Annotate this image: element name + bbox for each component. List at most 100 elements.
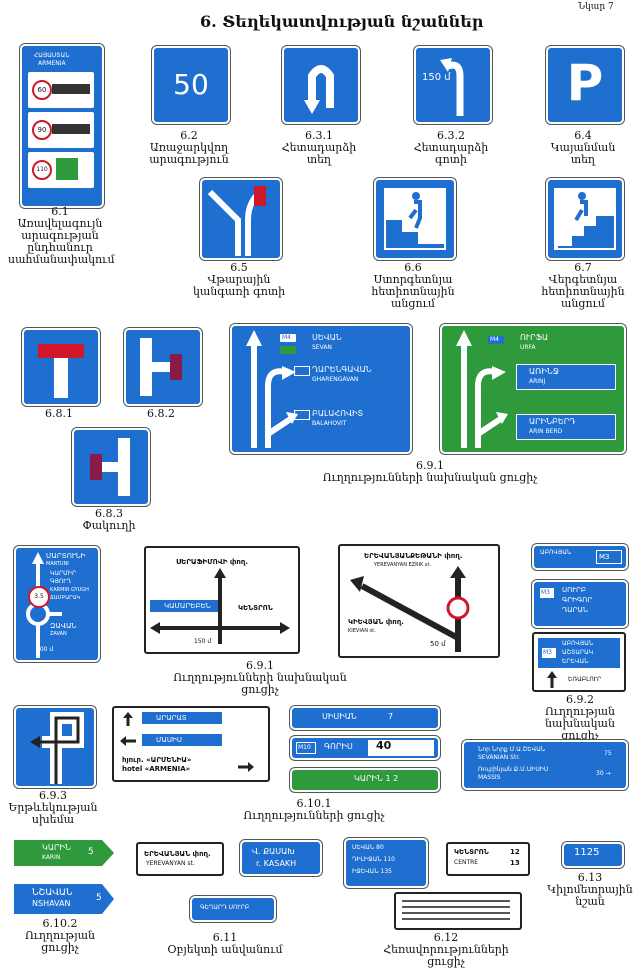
sign-6-13-caption-text: Կիլոմետրային նշան — [547, 883, 633, 908]
dest-zavan-hy: ԶԱՎԱՆ — [50, 622, 77, 630]
sign-6-10-1-sisian: ՍԻՍԻԱՆ 7 — [289, 705, 441, 731]
distance-panel: 40 — [368, 740, 434, 756]
sign-6-12-caption-text: Հեռավորությունների ցուցիչ — [383, 943, 509, 968]
sign-6-1: ՀԱՅԱՍՏԱՆ ARMENIA 60 90 110 — [19, 43, 105, 209]
dest-urfa-en: URFA — [520, 344, 536, 351]
dest-chambarak-hy: ՃԱՄԲԱՐԱԿ — [50, 595, 81, 601]
crossroad-arrows-icon — [150, 568, 290, 644]
distance-row-3: ԻՋԵՎԱՆ 135 — [352, 868, 392, 875]
centre-hy-num: 12 — [510, 848, 520, 856]
dest-3-bottom: ԵՌԱԲԼՈՒՐ — [568, 676, 602, 683]
wide-2: Ռուբինյան Ք.Մ.ՍԻՍԻՍ — [478, 766, 549, 773]
dest-3-1: ԱԲՈՎՅԱՆ — [562, 640, 594, 647]
sign-6-8-1-number: 6.8.1 — [45, 407, 73, 420]
street-left-en: KIEVIAN st. — [348, 628, 376, 634]
sign-6-5-number: 6.5 — [230, 261, 248, 274]
badge-text: M10 — [298, 744, 311, 751]
sign-6-11-blue-2: ԳԵՂԱՐԴ ՍՈՒՐԲ — [189, 895, 277, 923]
sign-6-9-1-top-caption: 6.9.1 Ուղղությունների նախնական ցուցիչ — [290, 460, 570, 484]
street-hy: ԵՐԵՎԱՆՅԱՆ փող. — [144, 850, 211, 858]
sign-6-10-2-nshavan: ՆՇԱՎԱՆ NSHAVAN 5 — [14, 884, 114, 914]
badge — [294, 410, 310, 420]
sign-6-9-1-white-c: ԵՐԵՎԱՆՅԱՆՔԵԹԱՆԻ փող. YEREVANYAN EZRIK st… — [338, 544, 500, 658]
sign-6-4-number: 6.4 — [574, 129, 592, 142]
sign-6-3-1-caption-text: Հետադարձի տեղ — [281, 141, 357, 166]
sign-6-8-1 — [21, 327, 101, 407]
sign-6-5 — [199, 177, 283, 261]
dest-balahovit-hy: ԲԱԼԱՀՈՎԻՏ — [312, 409, 364, 418]
sign-6-1-speed-2: 90 — [32, 120, 52, 140]
sign-6-3-2-caption-text: Հետադարձի գոտի — [413, 141, 489, 166]
km-value: 1125 — [574, 847, 600, 858]
dest-balahovit-en: BALAHOVIT — [312, 420, 347, 427]
sign-6-11-caption: 6.11 Օբյեկտի անվանում — [160, 932, 290, 956]
distance: 50 մ — [430, 640, 446, 648]
u-turn-icon — [304, 65, 334, 114]
distance: 150 մ — [194, 638, 212, 645]
sign-6-9-2-b: M3 ՍՈՒՐԲ ԳՐԻԳՈՐ ԴԱՐԱՆ — [531, 579, 629, 629]
badge-text: M3 — [599, 553, 610, 561]
sign-6-10-1-wide: Նոր Նորք Մ.Ա.ՇԵՎԱՆ SEVANIAN Str. 75 Ռուբ… — [461, 739, 629, 791]
dest-martuni-en: MARTUNI — [46, 561, 69, 567]
sign-6-1-caption: 6.1 Առավելագույն արագության ընդհանուր սա… — [8, 206, 115, 266]
dest-panel-arinj: ԱՌԻՆՋ ARINJ — [516, 364, 616, 390]
sign-6-8-2-caption: 6.8.2 — [124, 408, 198, 420]
dest-arinj-en: ARINJ — [529, 378, 546, 385]
dest-sisian-num: 7 — [388, 712, 394, 721]
limit-value: 3.5 — [34, 593, 44, 600]
sign-6-7-caption: 6.7 Վերգետնյա հետիոտնային անցում — [530, 262, 636, 310]
sign-6-12-list — [394, 892, 522, 930]
sign-6-2-caption: 6.2 Առաջարկվող արագություն — [140, 130, 238, 166]
sign-6-12-centre: ԿԵՆՏՐՈՆ 12 CENTRE 13 — [446, 842, 530, 876]
left-arrow-icon — [120, 736, 136, 746]
wide-2-num: 30 → — [596, 770, 611, 777]
sign-6-1-speed-1: 60 — [32, 80, 52, 100]
dest-karin: ԿԱՐԻՆ 1 2 — [354, 774, 399, 783]
sign-6-4-caption-text: Կայանման տեղ — [550, 141, 616, 166]
sign-6-1-speed-3: 110 — [32, 160, 52, 180]
sign-6-9-2-a: ԱԲՈՎՅԱՆ M3 — [531, 543, 629, 571]
distance-row-1: ՍԵՎԱՆ 80 — [352, 844, 384, 851]
dest-3-2: ԱՇՏԱՐԱԿ — [562, 649, 594, 656]
sign-6-11-number: 6.11 — [212, 931, 238, 944]
dest-3-3: ԵՐԵՎԱՆ — [562, 658, 589, 665]
sign-6-2-value: 50 — [173, 68, 209, 101]
directions-arrows-icon — [246, 330, 298, 448]
annex-label: Նկար 7 — [578, 2, 614, 12]
sign-6-4-letter: P — [566, 54, 604, 112]
sign-6-8-1-caption: 6.8.1 — [22, 408, 96, 420]
sign-6-6-caption-text: Ստորգետնյա հետիոտնային անցում — [371, 273, 455, 310]
sign-6-5-caption: 6.5 Վթարային կանգառի գոտի — [192, 262, 286, 298]
sign-6-1-speed-3-text: 110 — [36, 166, 48, 173]
sign-6-13: 1125 — [561, 841, 625, 869]
sign-6-1-speed-1-text: 60 — [37, 86, 47, 94]
dest-right: ԿԵՆՏՐՈՆ — [238, 604, 273, 612]
wide-1-en: SEVANIAN Str. — [478, 754, 521, 761]
dest-urfa-hy: ՈՒՐՖԱ — [520, 333, 549, 342]
centre-hy: ԿԵՆՏՐՈՆ — [454, 848, 489, 856]
sign-6-9-1-bottom-number: 6.9.1 — [246, 659, 274, 672]
up-arrow-icon — [547, 671, 557, 688]
dest-sisian: ՍԻՍԻԱՆ — [322, 712, 357, 721]
dest-nshavan-hy: ՆՇԱՎԱՆ — [32, 888, 73, 898]
underground-crossing-icon — [384, 188, 446, 250]
sign-6-9-1-bottom-caption-text: Ուղղությունների նախնական ցուցիչ — [173, 671, 347, 696]
sign-6-9-1-top-caption-text: Ուղղությունների նախնական ցուցիչ — [322, 471, 538, 484]
dest-gharengavan-en: GHARENGAVAN — [312, 376, 359, 383]
wide-1: Նոր Նորք Մ.Ա.ՇԵՎԱՆ — [478, 746, 546, 753]
sign-6-9-3-caption-text: Երթևեկության սխեմա — [8, 801, 98, 826]
badge: M3 — [540, 588, 554, 598]
sign-6-9-1-blue: M4 ՍԵՎԱՆ SEVAN ՂԱՐԵՆԳԱՎԱՆ GHARENGAVAN ԲԱ… — [229, 323, 413, 455]
dead-end-icon — [38, 344, 84, 398]
dest-goris: ԳՈՐԻՍ — [324, 742, 353, 751]
sign-6-4-caption: 6.4 Կայանման տեղ — [540, 130, 626, 166]
sign-6-6-caption: 6.6 Ստորգետնյա հետիոտնային անցում — [358, 262, 468, 310]
sign-6-13-caption: 6.13 Կիլոմետրային նշան — [540, 872, 640, 908]
sign-6-8-3-caption-text: Փակուղի — [82, 519, 136, 532]
sign-6-2: 50 — [151, 45, 231, 125]
street-en: YEREVANYAN st. — [146, 860, 195, 867]
dest-arinj-hy: ԱՌԻՆՋ — [529, 367, 559, 376]
sign-6-8-3 — [71, 427, 151, 507]
sign-6-12-number: 6.12 — [433, 931, 459, 944]
sign-6-7 — [545, 177, 625, 261]
